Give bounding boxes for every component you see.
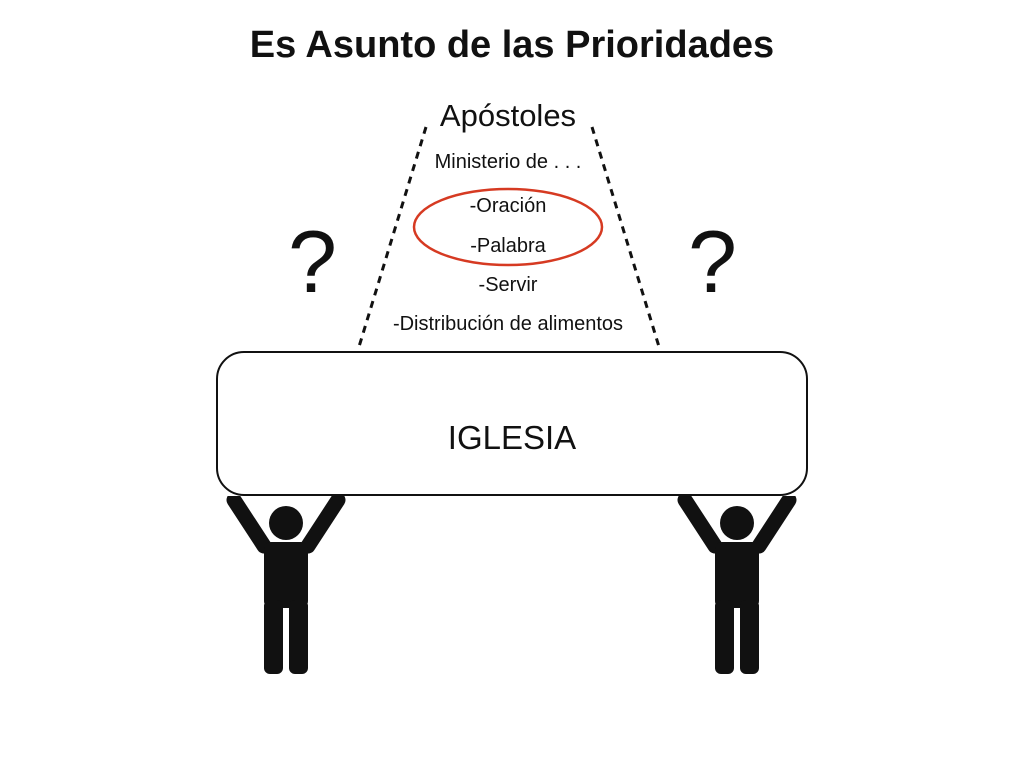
question-mark-left: ?: [288, 212, 337, 311]
ministry-item-word: -Palabra: [470, 235, 546, 257]
ministry-item-serve: -Servir: [478, 274, 538, 296]
ministry-item-prayer: -Oración: [469, 195, 547, 217]
person-arms-raised-icon: [677, 496, 797, 674]
church-box: IGLESIA: [216, 351, 808, 496]
ministry-intro: Ministerio de . . .: [434, 151, 582, 173]
church-label: IGLESIA: [447, 419, 577, 456]
person-arms-raised-icon: [226, 496, 346, 674]
ministry-item-food-distribution: -Distribución de alimentos: [392, 313, 624, 335]
highlight-ellipse: [412, 187, 604, 267]
apostles-heading: Apóstoles: [439, 98, 577, 133]
question-mark-right: ?: [688, 212, 737, 311]
slide-title: Es Asunto de las Prioridades: [249, 24, 775, 66]
